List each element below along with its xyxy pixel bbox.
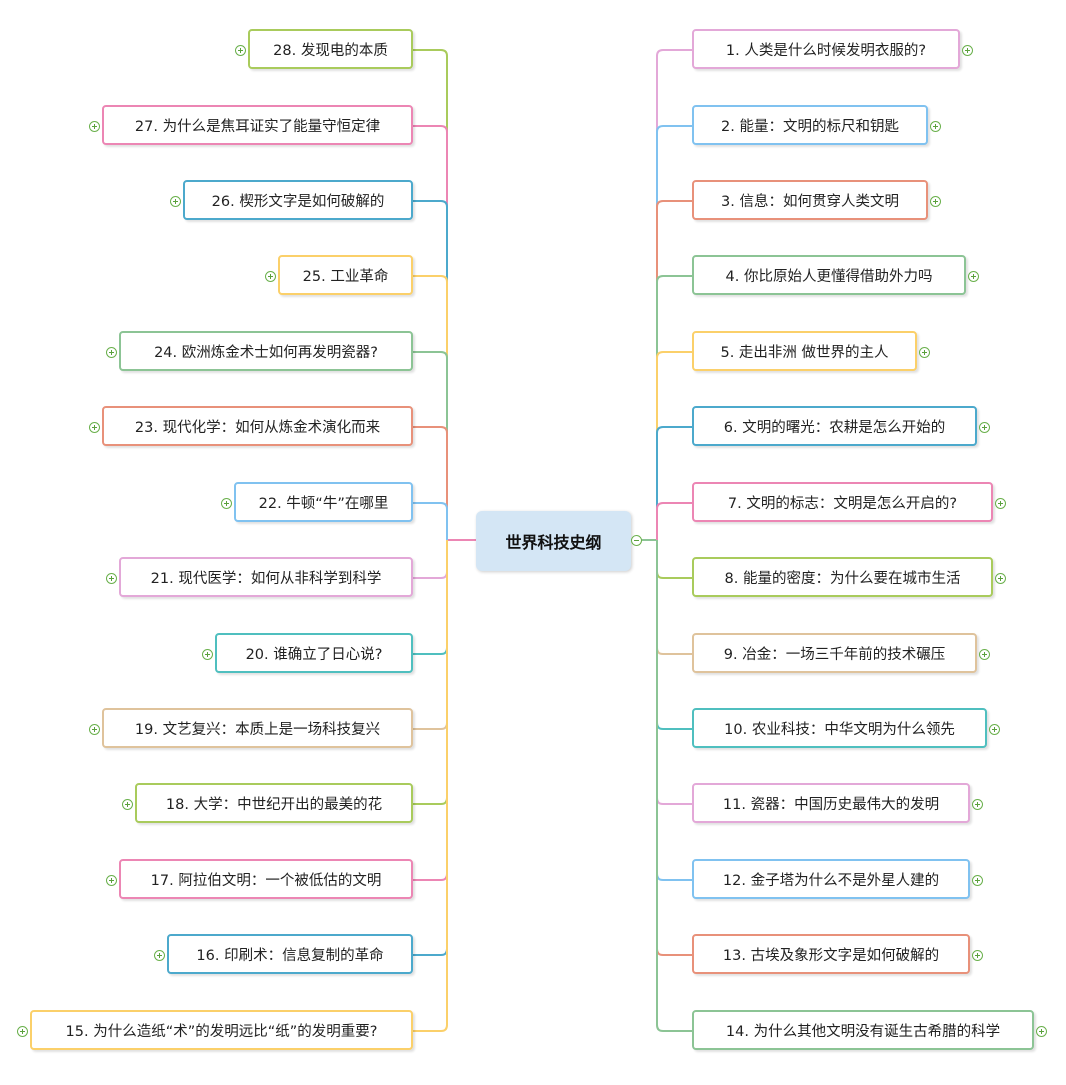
topic-node[interactable]: 23. 现代化学：如何从炼金术演化而来 — [102, 406, 413, 446]
expand-icon[interactable] — [979, 422, 990, 433]
connector — [656, 426, 692, 540]
topic-node[interactable]: 10. 农业科技：中华文明为什么领先 — [692, 708, 987, 748]
expand-icon[interactable] — [154, 950, 165, 961]
topic-node[interactable]: 27. 为什么是焦耳证实了能量守恒定律 — [102, 105, 413, 145]
topic-node[interactable]: 19. 文艺复兴：本质上是一场科技复兴 — [102, 708, 413, 748]
connector — [656, 351, 692, 540]
connector — [413, 275, 448, 540]
connector — [413, 540, 448, 956]
expand-icon[interactable] — [962, 45, 973, 56]
topic-node[interactable]: 12. 金子塔为什么不是外星人建的 — [692, 859, 970, 899]
topic-node[interactable]: 17. 阿拉伯文明：一个被低估的文明 — [119, 859, 413, 899]
topic-node[interactable]: 9. 冶金：一场三千年前的技术碾压 — [692, 633, 977, 673]
connector — [413, 540, 448, 805]
expand-icon[interactable] — [106, 875, 117, 886]
expand-icon[interactable] — [979, 649, 990, 660]
topic-node[interactable]: 3. 信息：如何贯穿人类文明 — [692, 180, 928, 220]
expand-icon[interactable] — [972, 799, 983, 810]
connector — [413, 125, 448, 540]
expand-icon[interactable] — [89, 422, 100, 433]
topic-node[interactable]: 1. 人类是什么时候发明衣服的? — [692, 29, 960, 69]
expand-icon[interactable] — [202, 649, 213, 660]
expand-icon[interactable] — [995, 498, 1006, 509]
expand-icon[interactable] — [106, 573, 117, 584]
connector — [656, 502, 692, 540]
connector — [656, 540, 692, 881]
expand-icon[interactable] — [1036, 1026, 1047, 1037]
expand-icon[interactable] — [930, 121, 941, 132]
expand-icon[interactable] — [919, 347, 930, 358]
connector — [656, 540, 692, 579]
connector — [656, 200, 692, 540]
connector — [413, 49, 448, 540]
topic-node[interactable]: 2. 能量：文明的标尺和钥匙 — [692, 105, 928, 145]
topic-node[interactable]: 13. 古埃及象形文字是如何破解的 — [692, 934, 970, 974]
connector — [413, 540, 448, 881]
topic-node[interactable]: 11. 瓷器：中国历史最伟大的发明 — [692, 783, 970, 823]
connector — [413, 540, 448, 655]
connector — [656, 125, 692, 540]
connector — [413, 502, 448, 540]
connector — [656, 540, 692, 956]
topic-node[interactable]: 5. 走出非洲 做世界的主人 — [692, 331, 917, 371]
expand-icon[interactable] — [122, 799, 133, 810]
expand-icon[interactable] — [89, 724, 100, 735]
connector — [413, 540, 448, 730]
connector — [413, 200, 448, 540]
connector — [413, 540, 448, 579]
topic-node[interactable]: 16. 印刷术：信息复制的革命 — [167, 934, 413, 974]
topic-node[interactable]: 25. 工业革命 — [278, 255, 413, 295]
connector — [656, 540, 692, 655]
expand-icon[interactable] — [89, 121, 100, 132]
connector — [656, 540, 692, 730]
topic-node[interactable]: 26. 楔形文字是如何破解的 — [183, 180, 413, 220]
topic-node[interactable]: 21. 现代医学：如何从非科学到科学 — [119, 557, 413, 597]
connector — [656, 49, 692, 540]
topic-node[interactable]: 22. 牛顿“牛”在哪里 — [234, 482, 413, 522]
expand-icon[interactable] — [930, 196, 941, 207]
expand-icon[interactable] — [265, 271, 276, 282]
connector — [656, 540, 692, 1032]
expand-icon[interactable] — [170, 196, 181, 207]
topic-node[interactable]: 6. 文明的曙光：农耕是怎么开始的 — [692, 406, 977, 446]
topic-node[interactable]: 24. 欧洲炼金术士如何再发明瓷器? — [119, 331, 413, 371]
connector — [413, 426, 448, 540]
connector — [656, 275, 692, 540]
connector — [413, 351, 448, 540]
expand-icon[interactable] — [235, 45, 246, 56]
expand-icon[interactable] — [106, 347, 117, 358]
expand-icon[interactable] — [995, 573, 1006, 584]
topic-node[interactable]: 14. 为什么其他文明没有诞生古希腊的科学 — [692, 1010, 1034, 1050]
topic-node[interactable]: 8. 能量的密度：为什么要在城市生活 — [692, 557, 993, 597]
expand-icon[interactable] — [972, 875, 983, 886]
topic-node[interactable]: 18. 大学：中世纪开出的最美的花 — [135, 783, 413, 823]
root-topic[interactable]: 世界科技史纲 — [476, 511, 631, 571]
expand-icon[interactable] — [989, 724, 1000, 735]
expand-icon[interactable] — [968, 271, 979, 282]
connector — [656, 540, 692, 805]
connector — [413, 540, 448, 1032]
collapse-icon[interactable] — [631, 535, 642, 546]
topic-node[interactable]: 4. 你比原始人更懂得借助外力吗 — [692, 255, 966, 295]
expand-icon[interactable] — [221, 498, 232, 509]
expand-icon[interactable] — [972, 950, 983, 961]
topic-node[interactable]: 7. 文明的标志：文明是怎么开启的? — [692, 482, 993, 522]
topic-node[interactable]: 20. 谁确立了日心说? — [215, 633, 413, 673]
topic-node[interactable]: 15. 为什么造纸“术”的发明远比“纸”的发明重要? — [30, 1010, 413, 1050]
topic-node[interactable]: 28. 发现电的本质 — [248, 29, 413, 69]
expand-icon[interactable] — [17, 1026, 28, 1037]
